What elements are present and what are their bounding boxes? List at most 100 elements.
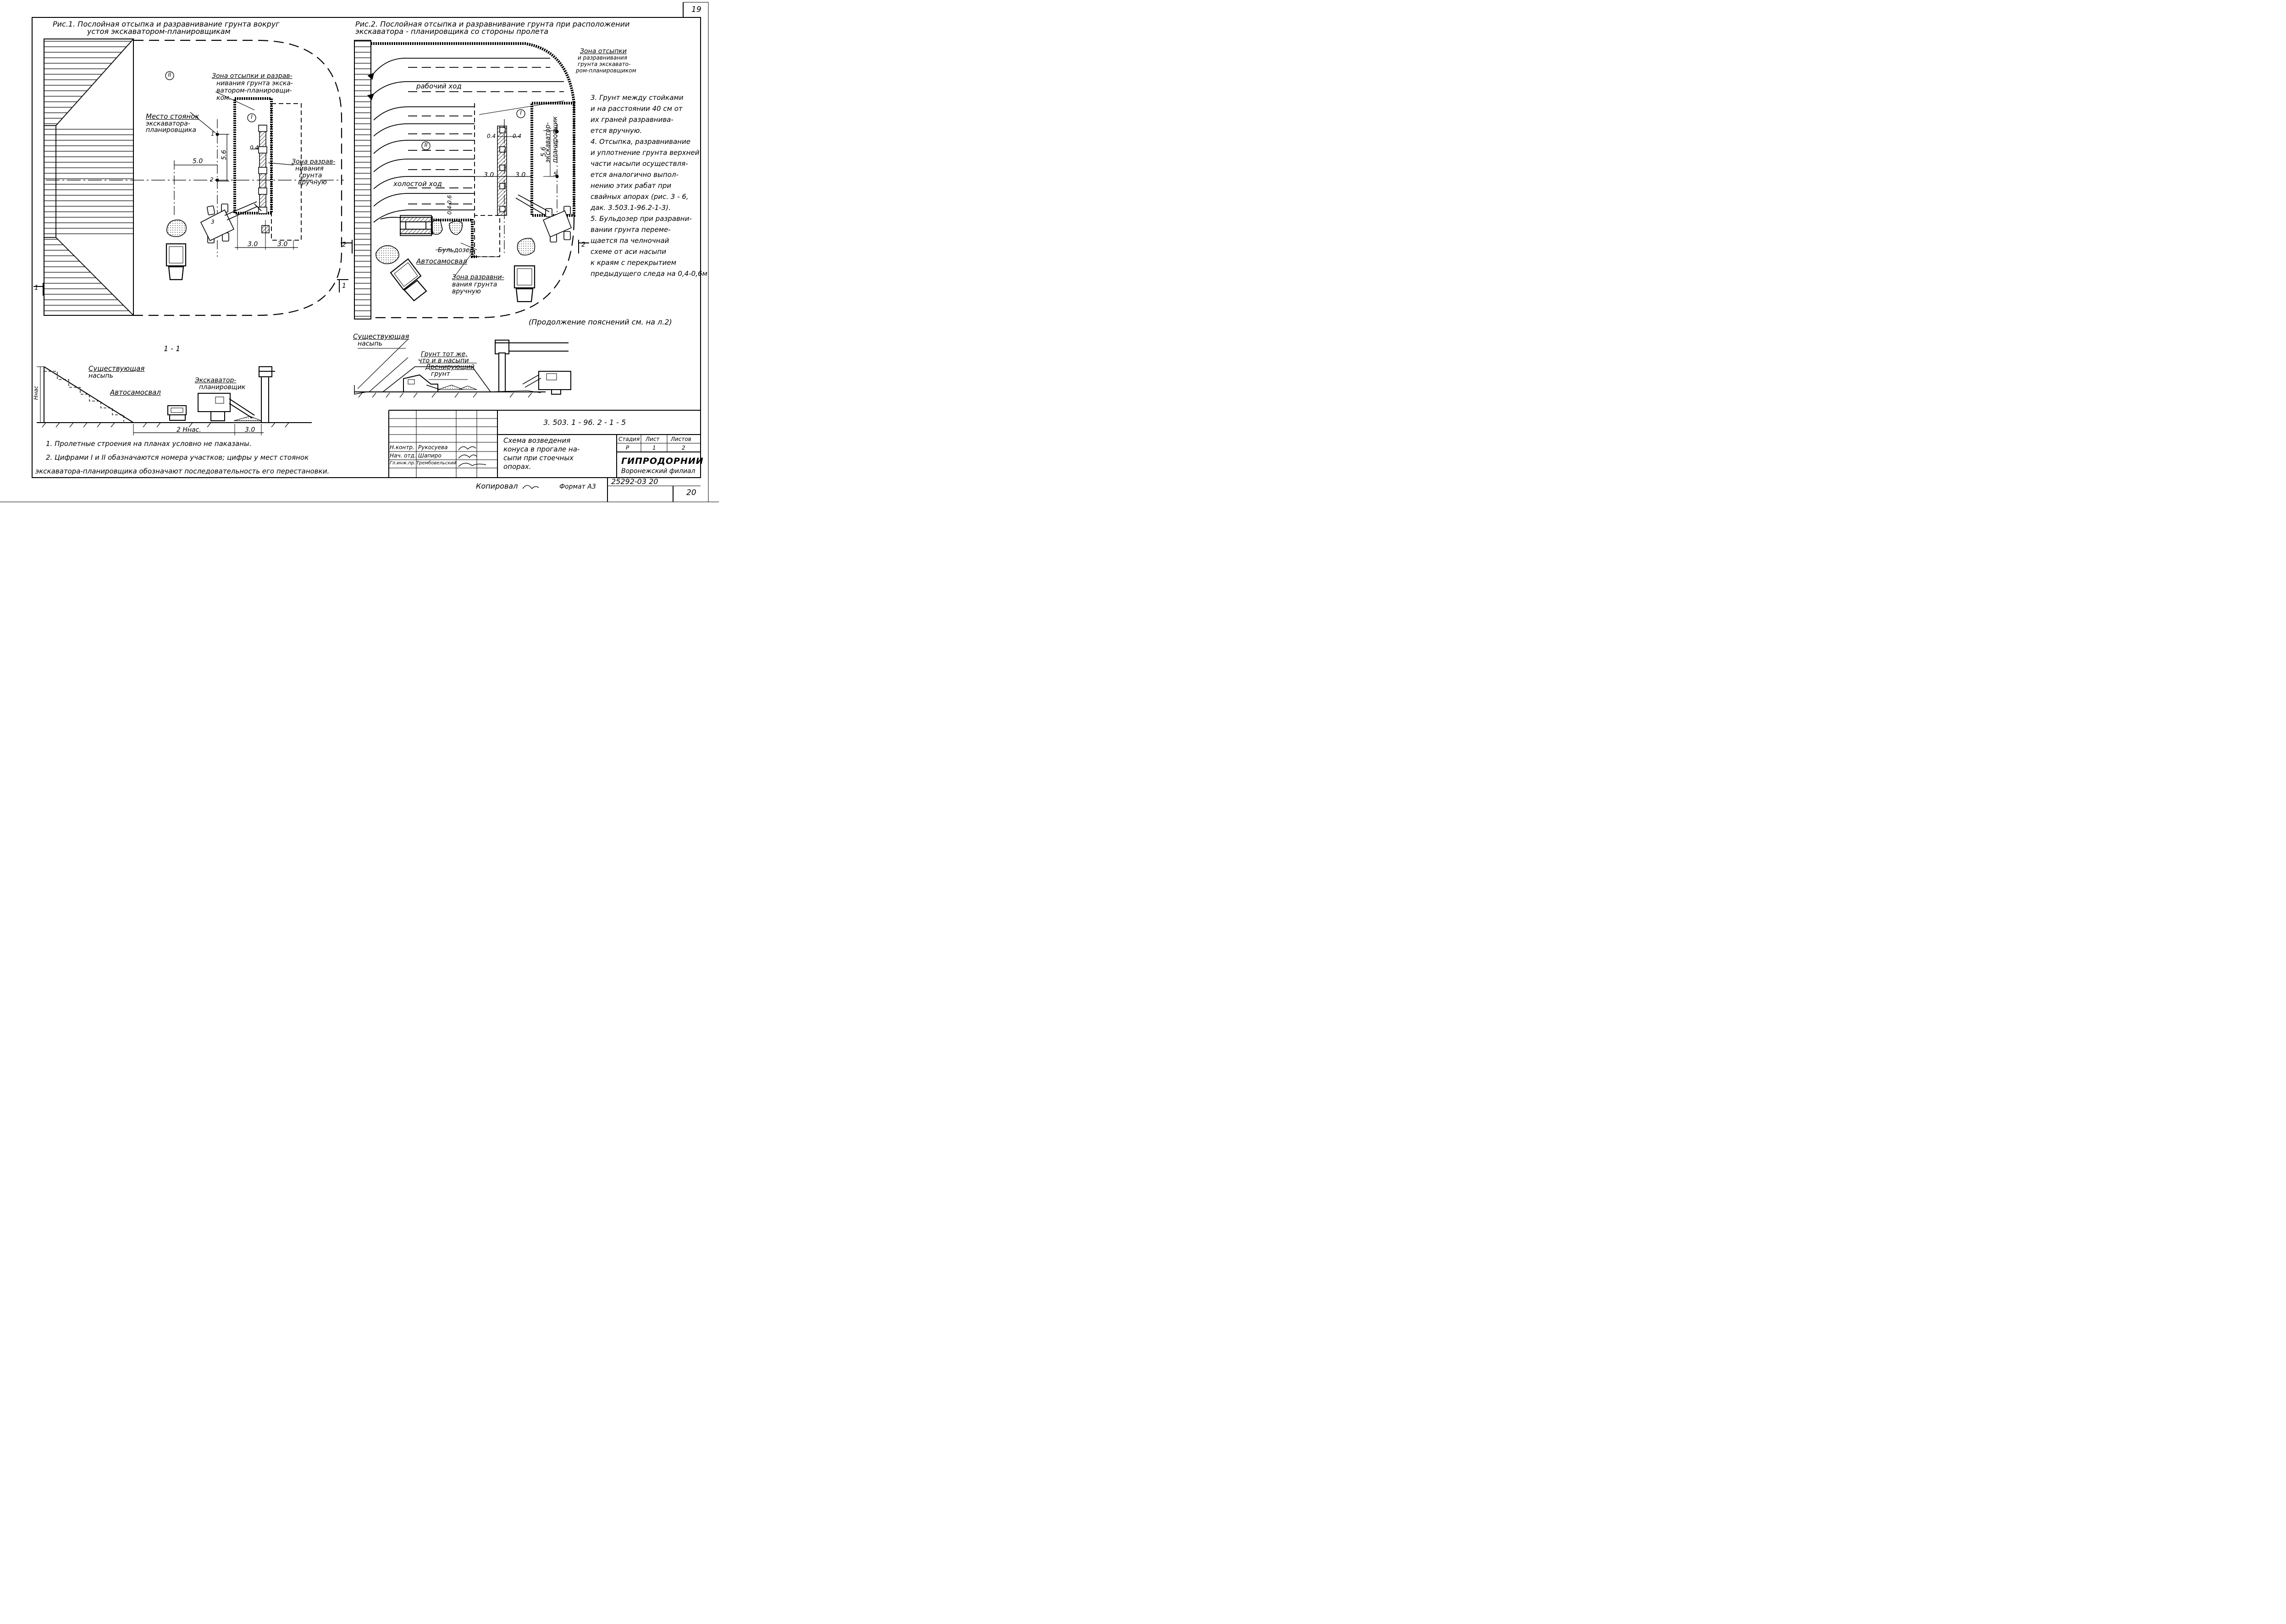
section22-soil-same-1: Грунт тот же,: [421, 351, 468, 358]
name-3: Трембовельский: [416, 461, 457, 466]
fig2-dim-0-4-0-6: 0.4-0.6: [446, 195, 453, 215]
fig1-roman-1: I: [251, 114, 253, 120]
fig2-soil-piles: [375, 219, 536, 264]
note-right-line: к краям с перекрытием: [591, 259, 676, 267]
fig2-truck-b: [514, 265, 536, 303]
fig1-roman-markers: [165, 71, 256, 122]
section11-truck: [167, 405, 187, 421]
section22-drain-2: грунт: [431, 370, 450, 378]
fig1-title-line2: устоя экскаватором-планировщикам: [87, 27, 231, 36]
fig2-excavator-label-1: экскаватор-: [544, 122, 552, 163]
fig1-dim-5-0: 5.0: [193, 158, 203, 165]
fig1-pos-2: 2: [210, 176, 214, 183]
fig1-work-zone: [233, 97, 302, 250]
fig2-title-line1: Рис.2. Послойная отсыпка и разравнивание…: [355, 20, 630, 28]
section11-existing-1: Существующая: [88, 364, 145, 373]
section11-excavator-2: планировщик: [199, 384, 246, 391]
fig2-zone-manual-2: вания грунта: [452, 281, 497, 288]
fig2-dim-0-4-a: 0.4: [487, 133, 496, 139]
fig2-bulldozer-label: Бульдозер: [438, 247, 474, 254]
fig2-boundary: [371, 42, 575, 319]
fig2-pos-5: 5: [553, 171, 557, 177]
section11-excavator: [198, 393, 262, 421]
branch-name: Воронежский филиал: [621, 468, 696, 475]
fig2-roman-markers: [421, 109, 525, 150]
archive-number: 25292-03 20: [611, 477, 658, 486]
title-block-grid: [388, 410, 701, 478]
fig2-passes: [367, 58, 564, 223]
note-right-line: свайных апорах (рис. 3 - 6,: [591, 193, 689, 201]
description-line-1: Схема возведения: [503, 436, 571, 445]
note-bottom-2: 2. Цифрами I и II обазначаются номера уч…: [46, 453, 309, 462]
fig1-zone-manual-1: Зона разрав-: [292, 158, 336, 165]
role-3: Гл.инж.пр.: [390, 461, 416, 466]
fig2-zone-excavator-4: ром-планировщиком: [576, 67, 636, 74]
copied-label: Копировал: [476, 482, 518, 490]
org-name: ГИПРОДОРНИИ: [621, 456, 704, 466]
sheet-value: 1: [652, 445, 656, 451]
fig1-parking-label-2: экскаватора-: [146, 120, 190, 127]
section11-dump-truck-label: Автосамосвал: [110, 388, 161, 396]
section11-pier: [259, 366, 275, 423]
fig1-zone-manual-2: нивания: [295, 165, 324, 172]
fig2-roman-1: I: [520, 110, 522, 116]
fig2-cut-marks: [337, 240, 589, 292]
note-right-line: 3. Грунт между стойками: [591, 94, 684, 102]
fig1-parking-label-3: планировщика: [146, 127, 196, 134]
section11-h-label: Ннас: [33, 385, 39, 400]
fig2-zone-manual-1: Зона разравни-: [452, 274, 504, 281]
fig2-excavator-label-2: планировщик: [552, 116, 559, 163]
fig2-axis: [504, 119, 559, 254]
doc-code: 3. 503. 1 - 96. 2 - 1 - 5: [543, 418, 626, 427]
fig2-abutment-wall: [354, 40, 371, 319]
fig2-truck-a: [390, 258, 427, 302]
section11-ground-hatch: [42, 422, 289, 428]
fig1-soil-pile: [166, 220, 187, 237]
fig1-abutment: [44, 39, 134, 316]
fig2-idle-pass-label: холостой ход: [393, 180, 442, 188]
fig2-cut-mark-right: 2: [581, 241, 585, 248]
section11-title: 1 - 1: [164, 344, 181, 353]
note-right-line: и на расстоянии 40 см от: [591, 105, 683, 113]
sheets-header: Листов: [671, 436, 691, 442]
section22-existing-2: насыпь: [358, 340, 382, 347]
fig2-dump-truck-label: Автосамосвал: [416, 257, 467, 265]
note-right-line: их граней разравнива-: [591, 116, 674, 124]
fig1-zone-manual-4: вручную: [298, 179, 327, 186]
section22: [354, 339, 571, 395]
fig1-title-line1: Рис.1. Послойная отсыпка и разравнивание…: [53, 20, 280, 28]
description-line-3: сыпи при стоечных: [503, 454, 574, 462]
note-right-line: 4. Отсыпка, разравнивание: [591, 138, 690, 146]
fig2-dim-3-0-a: 3.0: [484, 171, 494, 179]
note-right-line: предыдущего следа на 0,4-0,6м: [591, 270, 707, 278]
description-line-2: конуса в прогале на-: [503, 445, 580, 453]
fig2-zone-manual-3: вручную: [452, 288, 481, 295]
fig1-zone-manual-3: грунта: [299, 172, 322, 179]
fig1-truck: [166, 243, 187, 281]
fig2-excavator: [515, 194, 572, 242]
note-right-line: 5. Бульдозер при разравни-: [591, 215, 692, 223]
section22-leaders: [358, 348, 477, 380]
fig1-cut-mark: 1: [34, 284, 39, 292]
note-right-line: вании грунта переме-: [591, 226, 671, 234]
section11-dim-3-0: 3.0: [245, 426, 255, 434]
fig2-pos-4: 4: [553, 127, 557, 133]
section11-existing-2: насыпь: [88, 372, 113, 380]
fig2-zone-excavator-3: грунта экскавато-: [578, 61, 631, 67]
fig2-cut-mark-left: 2: [342, 241, 346, 248]
note-right-line: щается па челночнай: [591, 237, 669, 245]
fig2-roman-2: II: [424, 142, 428, 148]
drawing-canvas: [0, 2, 719, 502]
note-right-line: схеме от аси насыпи: [591, 248, 666, 256]
fig1-zone-excavator-3: ватором-планировщи-: [216, 87, 292, 94]
role-2: Нач. отд.: [390, 452, 416, 459]
fig2-work-pass-label: рабочий ход: [416, 82, 462, 90]
section22-ground-hatch: [358, 392, 532, 398]
fig2-leaders: [436, 242, 500, 278]
fig1-pos-1: 1: [211, 131, 215, 137]
fig1-pos-3: 3: [211, 219, 215, 225]
sheet-frame: [0, 2, 719, 502]
section22-existing-1: Существующая: [353, 332, 409, 341]
fig1-dim-3-0-a: 3.0: [248, 241, 258, 248]
section11-dim-2h: 2 Ннас.: [177, 426, 201, 434]
